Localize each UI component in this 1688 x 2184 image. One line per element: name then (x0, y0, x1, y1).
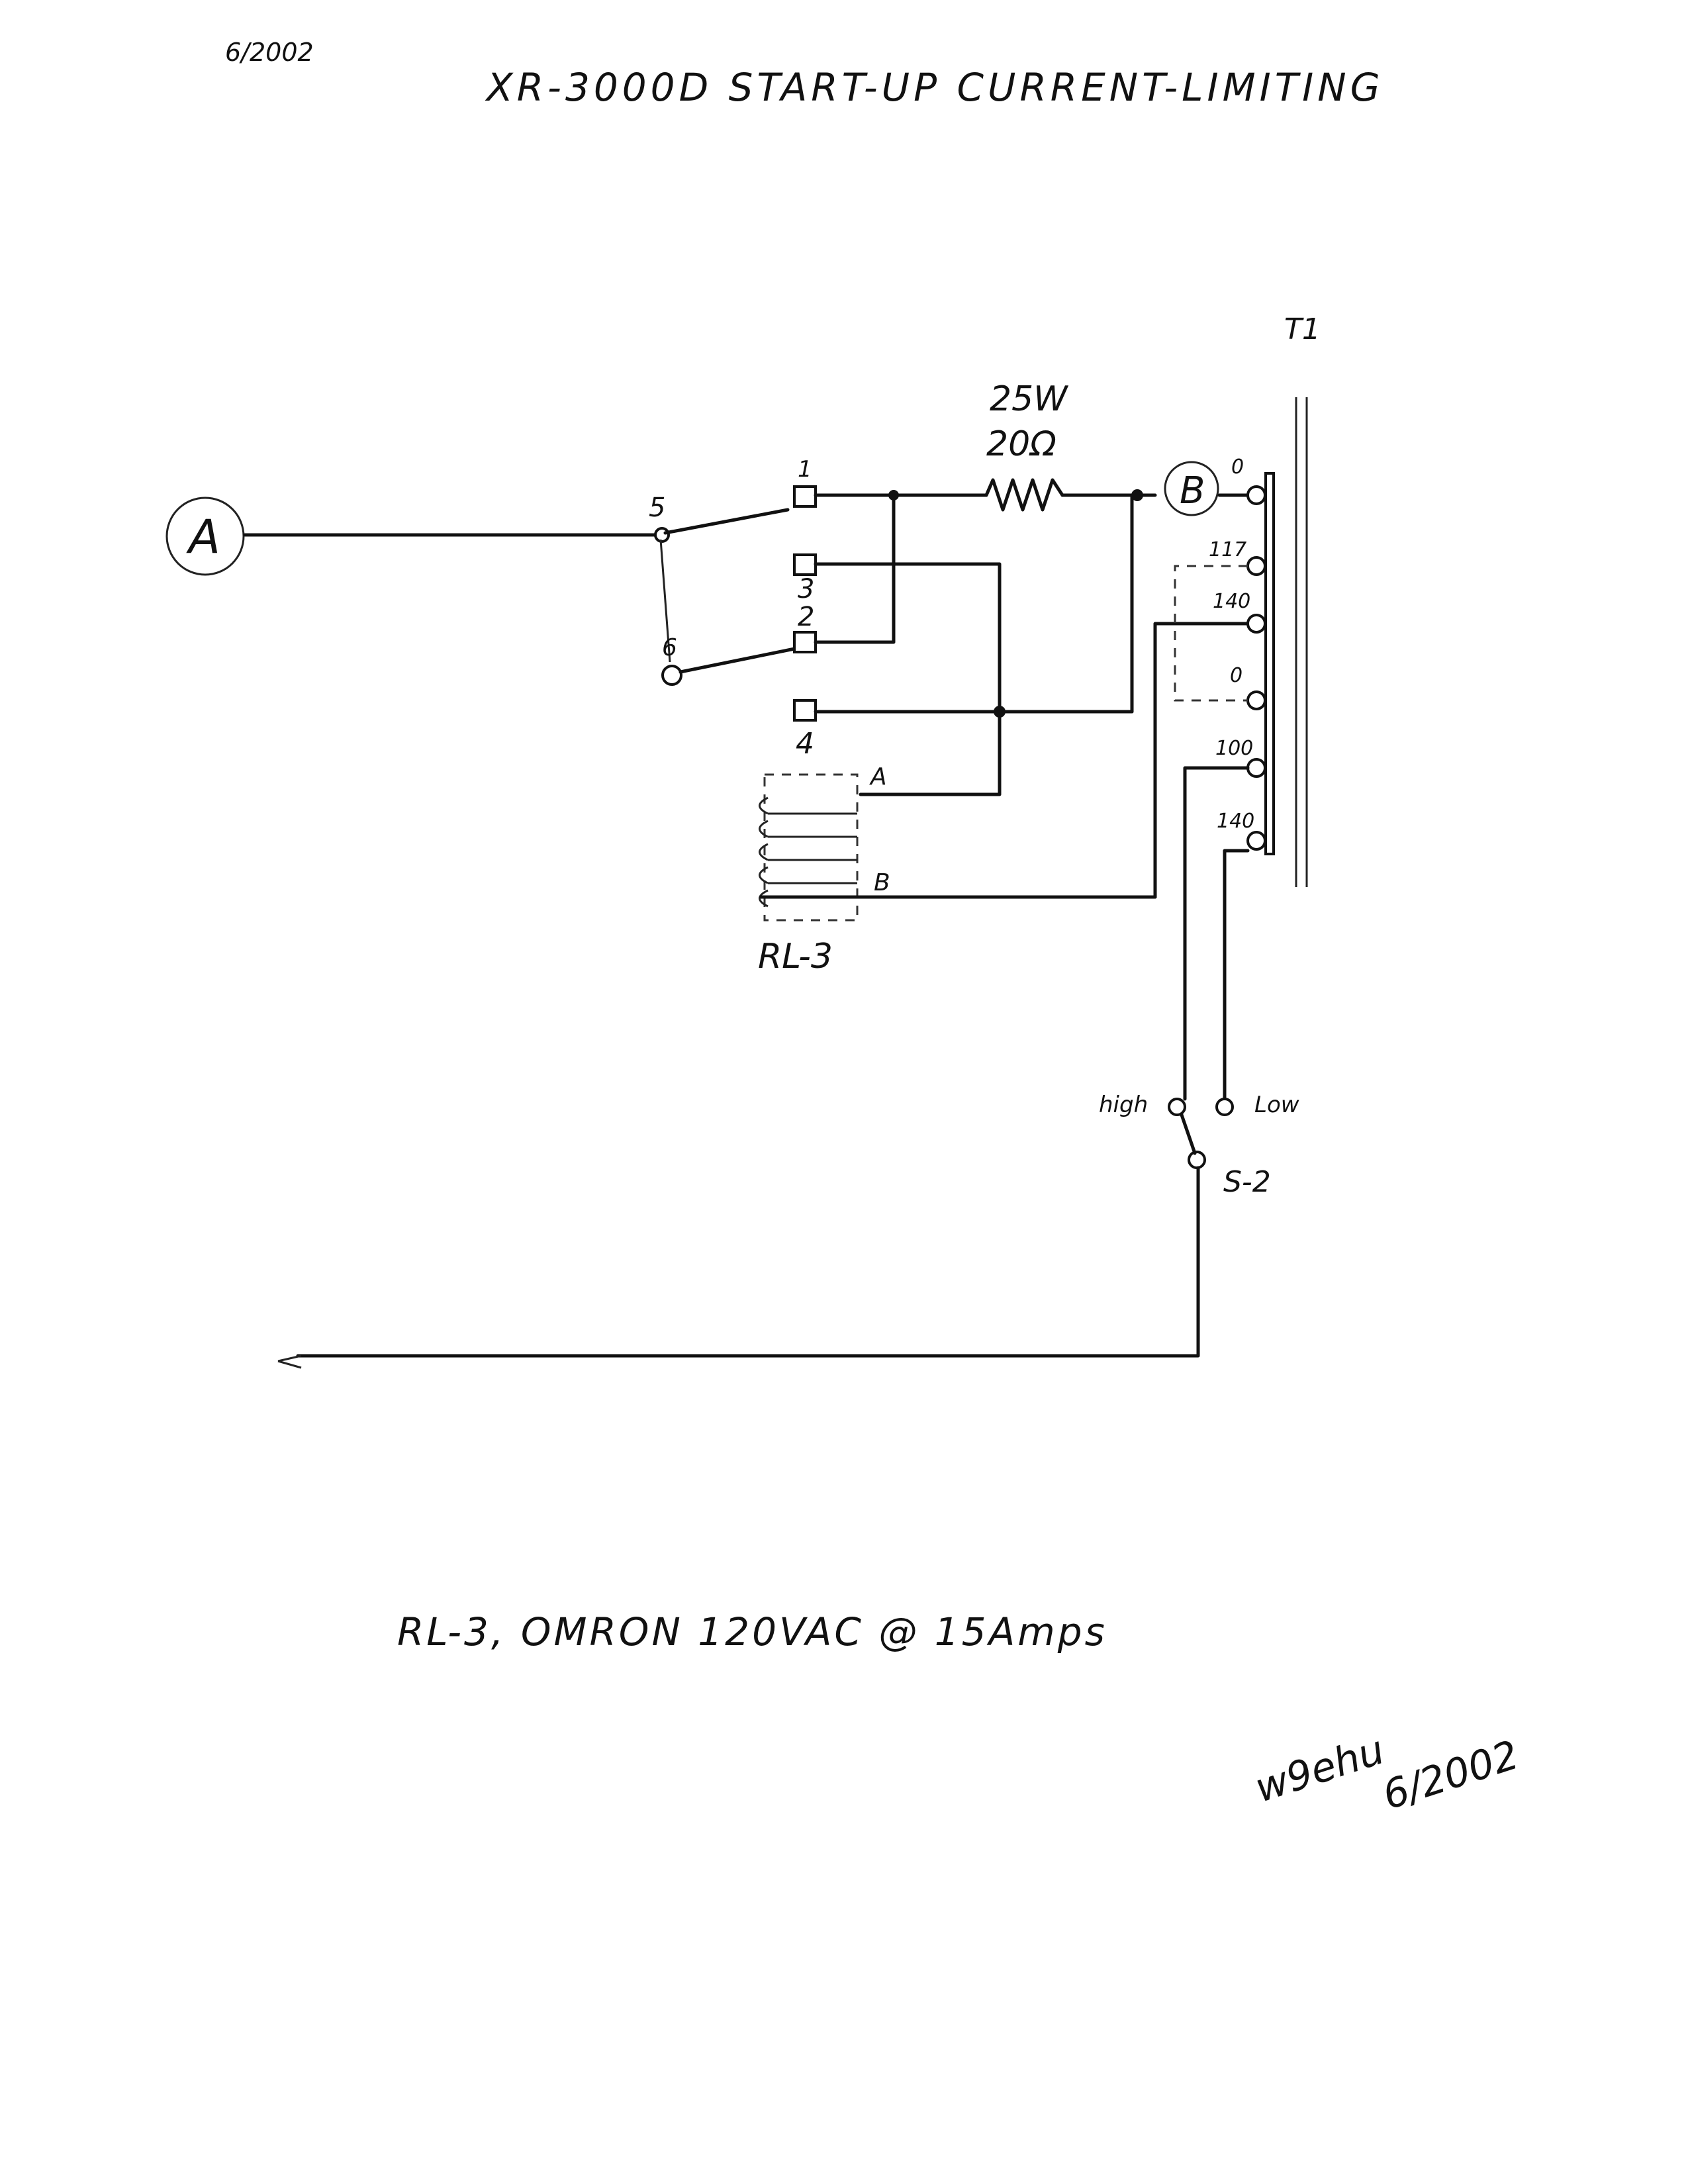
t1-tap-117 (1246, 556, 1266, 576)
transformer-primary-bar (1264, 472, 1275, 855)
t1-tap-label-0-lower: 0 (1230, 664, 1243, 687)
relay-pin1-terminal (793, 485, 817, 508)
t1-tap-0-top (1246, 485, 1266, 505)
return-arrow-icon (277, 1354, 302, 1369)
relay-pin4-label: 4 (796, 727, 814, 761)
signature: W9EHU 6/2002 (1250, 1727, 1524, 1819)
relay-armature-upper (663, 508, 790, 535)
wire-coil-b-to-t1-140 (1153, 622, 1252, 899)
s2-blade[interactable] (1180, 1113, 1197, 1155)
t1-tap-label-100: 100 (1215, 737, 1253, 760)
t1-tap-label-140-upper: 140 (1213, 590, 1250, 613)
signature-callsign: W9EHU (1250, 1727, 1390, 1811)
relay-coil-b-label: B (874, 869, 890, 896)
signature-date: 6/2002 (1377, 1732, 1524, 1819)
relay-pin3-label: 3 (798, 574, 814, 604)
relay-coil-windings (759, 796, 857, 908)
s2-low-label: Low (1254, 1092, 1299, 1118)
relay-pin6-label: 6 (662, 634, 677, 661)
t1-tap-label-140-lower: 140 (1217, 810, 1254, 833)
node-b-circle (1164, 461, 1219, 516)
relay-pin5-label: 5 (649, 493, 665, 523)
relay-pin6-terminal (661, 665, 682, 686)
wire-t1-100-to-switch-high (1183, 766, 1250, 1101)
t1-tap-label-117: 117 (1209, 538, 1246, 561)
relay-note: RL-3, OMRON 120VAC @ 15Amps (397, 1609, 1107, 1654)
wire-t1-140-to-switch-low (1223, 849, 1250, 1101)
resistor-wattage-label: 25W (990, 379, 1069, 419)
node-a-label: A (186, 510, 220, 564)
relay-pin3-terminal (793, 553, 817, 576)
node-b-label: B (1180, 469, 1205, 512)
s2-name-label: S-2 (1223, 1165, 1271, 1199)
resistor-25w-20ohm (984, 478, 1064, 512)
transformer-name-label: T1 (1284, 312, 1321, 346)
relay-coil-body (763, 773, 859, 922)
wire-pin1-to-pin2 (814, 493, 896, 644)
relay-pin4-terminal (793, 699, 817, 722)
wire-switch-return (296, 1166, 1200, 1358)
s2-high-terminal[interactable] (1168, 1098, 1186, 1116)
relay-armature-lower (679, 645, 803, 674)
relay-pin2-label: 2 (798, 602, 814, 632)
t1-tap-label-0-top: 0 (1231, 455, 1244, 479)
t1-tap-140-upper (1246, 614, 1266, 634)
page-title: XR-3000D START-UP CURRENT-LIMITING (485, 65, 1384, 110)
t1-tap-100 (1246, 758, 1266, 778)
t1-tap-0-lower (1246, 690, 1266, 710)
relay-pin2-terminal (793, 631, 817, 653)
relay-pin5-terminal (654, 527, 670, 543)
t1-tap-140-lower (1246, 831, 1266, 851)
s2-low-terminal[interactable] (1215, 1098, 1234, 1116)
relay-armature-link (659, 539, 671, 663)
s2-common-terminal[interactable] (1188, 1151, 1206, 1169)
resistor-value-label: 20Ω (986, 424, 1056, 464)
relay-coil-a-label: A (869, 763, 887, 790)
s2-high-label: high (1099, 1092, 1148, 1118)
wire-pin3-to-junction (814, 562, 1002, 796)
relay-pin1-label: 1 (798, 456, 812, 483)
junction-pin4 (994, 706, 1006, 718)
header-date: 6/2002 (225, 38, 314, 67)
t1-tap-jumper (1174, 565, 1248, 702)
relay-name-label: RL-3 (758, 937, 833, 976)
junction-resistor-out (1131, 489, 1143, 501)
node-a-circle (165, 497, 245, 576)
